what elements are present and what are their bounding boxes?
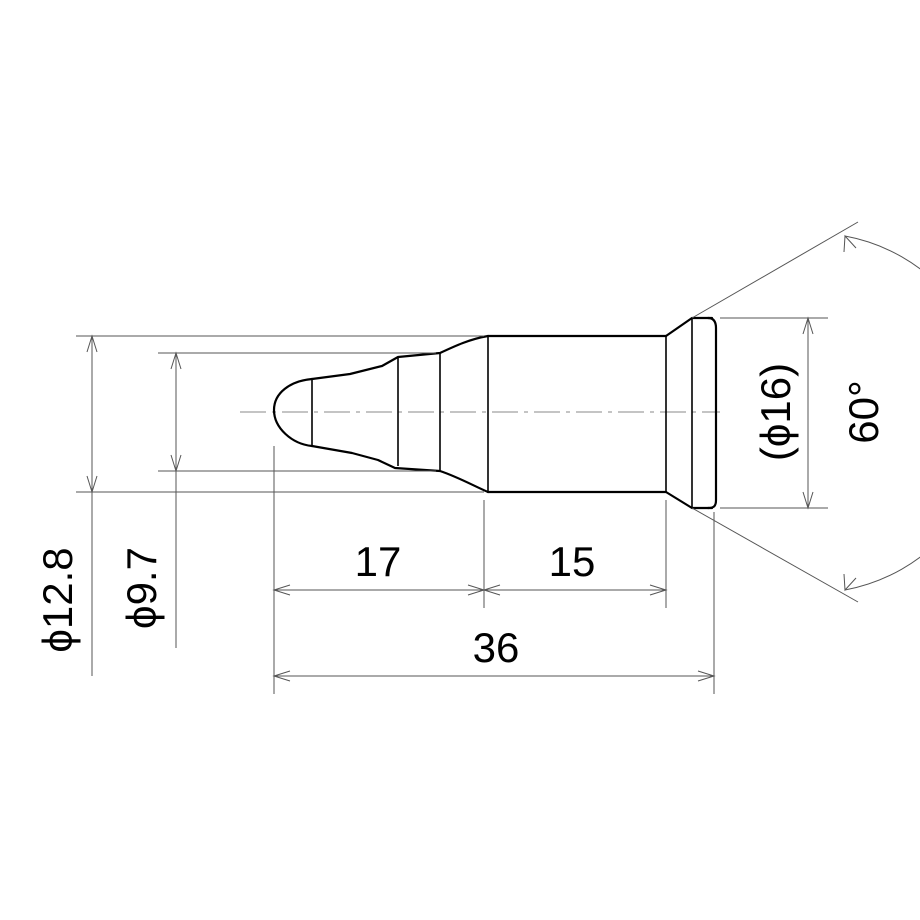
taper-bottom	[310, 444, 490, 494]
dimension-lengths: 17 15 36	[272, 446, 716, 694]
dimension-dia-16: (ϕ16)	[720, 316, 828, 510]
dimension-angle-60: 60°	[691, 221, 920, 603]
dim-36-label: 36	[473, 624, 520, 671]
dimension-dia-9-7: ϕ9.7	[118, 351, 436, 648]
dim-dia-12-8-label: ϕ12.8	[34, 547, 81, 652]
dim-dia-9-7-label: ϕ9.7	[118, 547, 165, 629]
dim-15-label: 15	[549, 538, 596, 585]
tip-nose	[272, 377, 314, 448]
dim-17-label: 17	[355, 538, 402, 585]
flange-bottom	[664, 490, 714, 510]
angle-60-label: 60°	[840, 380, 887, 444]
soldering-tip-outline	[272, 316, 718, 510]
taper-top	[310, 334, 490, 381]
dimension-dia-12-8: ϕ12.8	[34, 334, 484, 676]
flange-top	[664, 316, 714, 338]
flange-face	[706, 316, 718, 510]
dim-dia-16-label: (ϕ16)	[752, 363, 799, 461]
